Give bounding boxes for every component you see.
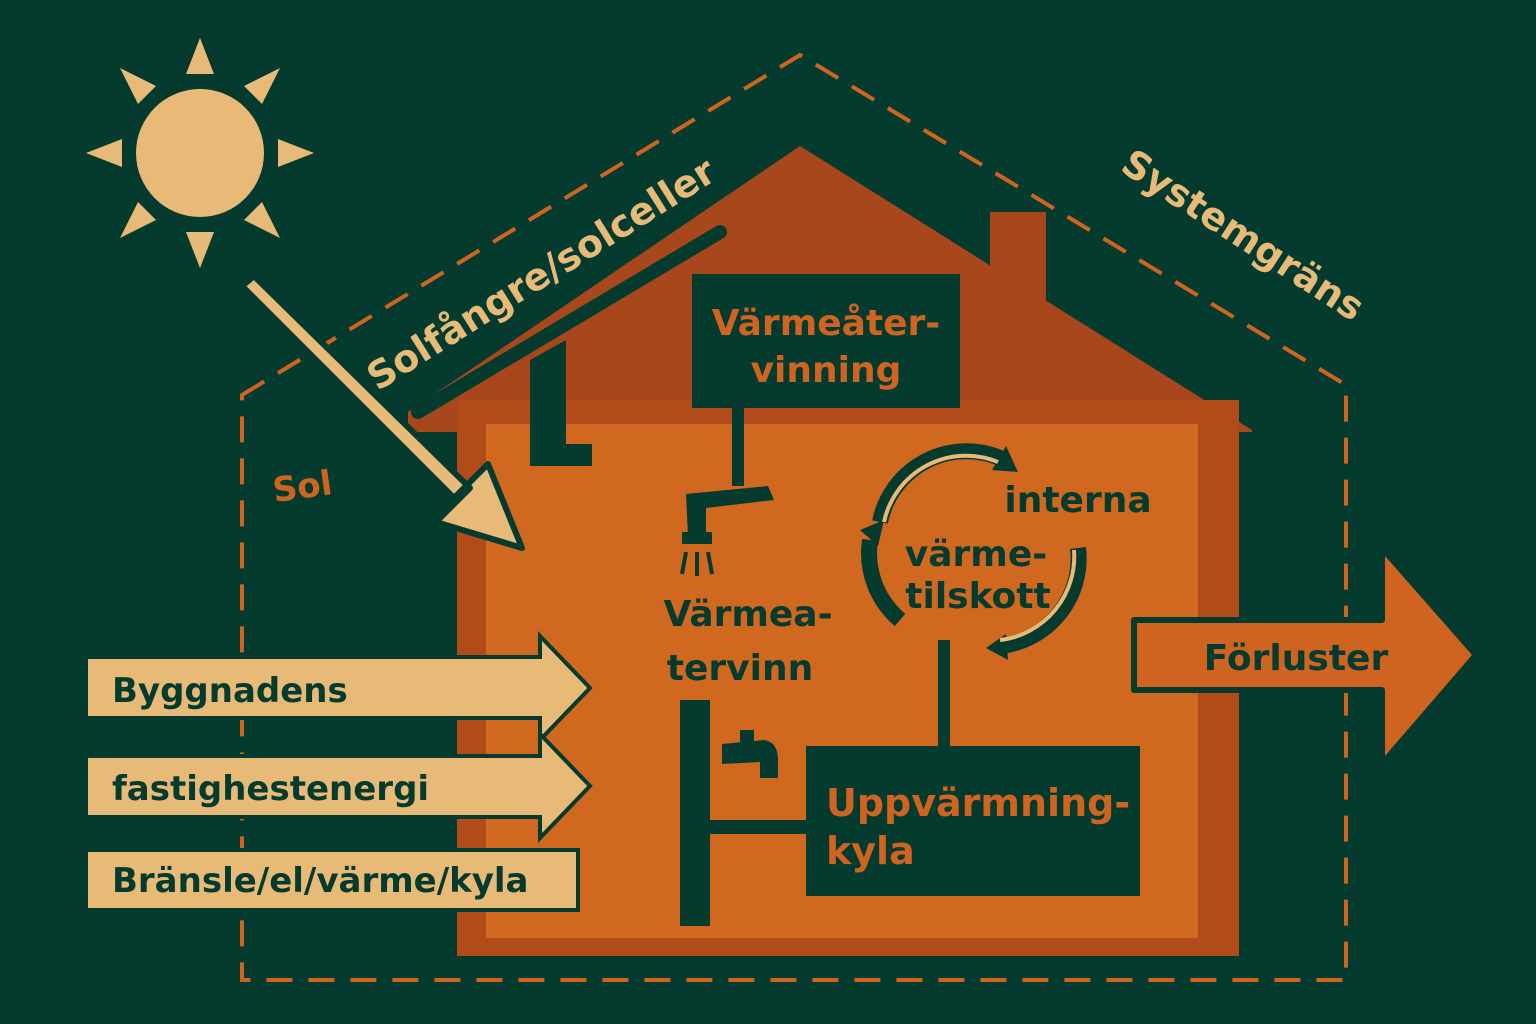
heating-cooling-line1: Uppvärmning- xyxy=(826,781,1130,825)
input-arrow-1-label: Byggnadens xyxy=(112,671,348,711)
tap-icon xyxy=(722,730,778,778)
solar-panel xyxy=(411,225,727,466)
heat-recovery-mid-line1: Värmea- xyxy=(663,594,832,635)
input-arrow-1 xyxy=(84,631,593,745)
input-arrows xyxy=(84,631,593,912)
input-arrow-2-label: fastighestenergi xyxy=(112,769,429,809)
heat-recovery-mid-line2: tervinn xyxy=(667,648,813,689)
input-arrow-2 xyxy=(84,729,593,843)
sun-icon xyxy=(86,38,314,268)
sun-arrow xyxy=(201,273,525,551)
internal-gains-line2: värme- xyxy=(905,534,1047,575)
heating-cooling-unit xyxy=(806,746,1140,896)
heat-recovery-top-line2: vinning xyxy=(751,350,902,391)
pipe-network xyxy=(680,640,950,926)
sun-label: Sol xyxy=(270,463,334,511)
internal-gains-line1: interna xyxy=(1004,480,1151,521)
circular-flow-inner xyxy=(882,453,1077,642)
system-boundary-label: Systemgräns xyxy=(1114,141,1372,330)
internal-gains-line3: tilskott xyxy=(905,576,1050,617)
heat-recovery-top-line1: Värmeåter- xyxy=(712,303,940,344)
loss-arrow xyxy=(1131,545,1479,767)
input-arrow-3-label: Bränsle/el/värme/kyla xyxy=(112,861,528,901)
losses-label: Förluster xyxy=(1204,638,1389,679)
faucet-icon xyxy=(680,486,774,576)
heat-recovery-unit xyxy=(692,274,960,486)
input-box-3 xyxy=(84,848,580,912)
heating-cooling-line2: kyla xyxy=(826,829,915,873)
